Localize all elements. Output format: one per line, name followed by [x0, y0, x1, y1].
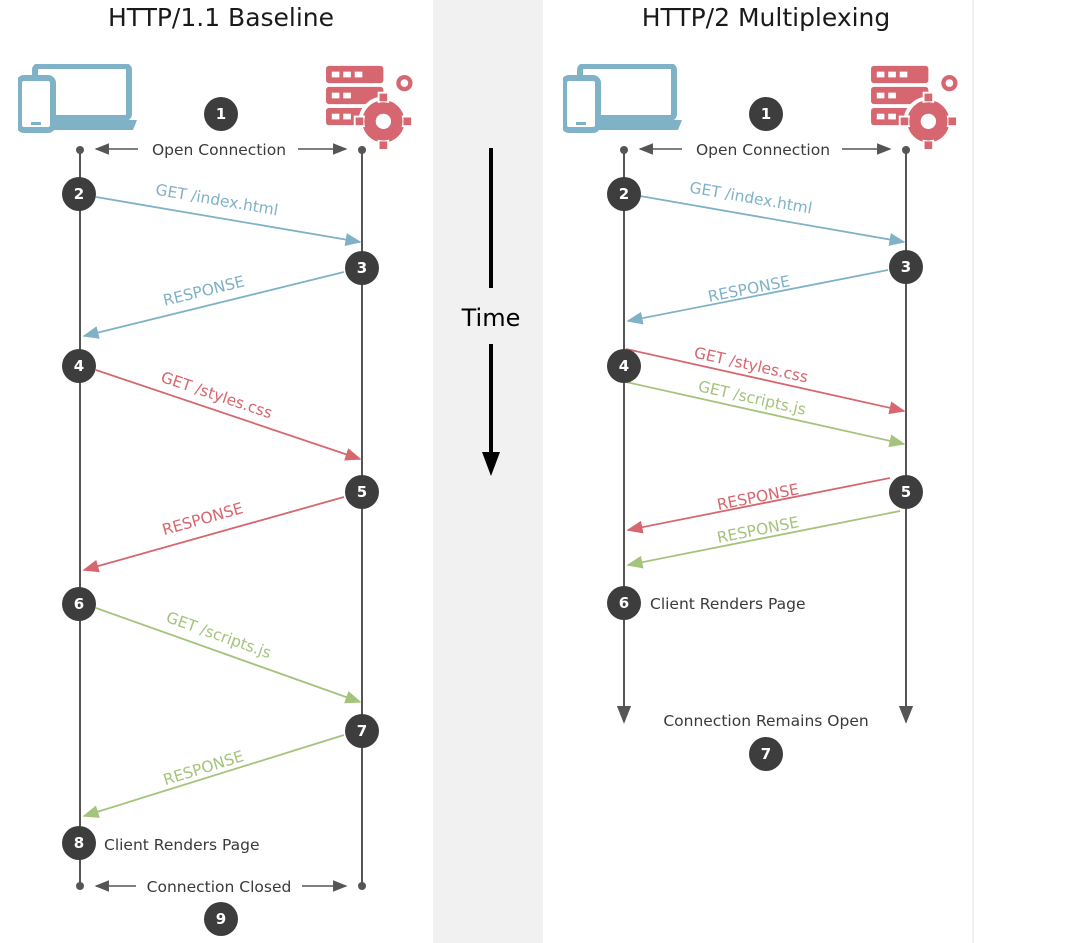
http2-msg-label: GET /scripts.js — [696, 377, 807, 419]
http1-step-circle: 4 — [62, 349, 96, 383]
http1-msg-label: GET /styles.css — [159, 368, 275, 422]
http2-step-circle: 7 — [749, 737, 783, 771]
svg-text:8: 8 — [74, 834, 84, 852]
svg-text:4: 4 — [619, 357, 629, 375]
http2-msg-arrow — [626, 510, 901, 569]
http1-step-circle: 7 — [345, 714, 379, 748]
http1-msg-label: GET /scripts.js — [164, 608, 274, 662]
http2-open-end-label: Connection Remains Open — [663, 712, 868, 730]
http1-client-start-dot — [76, 146, 84, 154]
http1-step-circle: 3 — [345, 251, 379, 285]
svg-text:5: 5 — [357, 483, 367, 501]
laptop-phone-icon — [564, 66, 682, 130]
http2-msg-arrow — [626, 477, 891, 534]
svg-text:5: 5 — [901, 483, 911, 501]
http2-panel: HTTP/2 Multiplexing 1 Open Connection GE… — [564, 3, 961, 771]
http1-title: HTTP/1.1 Baseline — [108, 3, 334, 32]
http2-step-circle: 1 — [749, 97, 783, 131]
http2-msg-label: GET /index.html — [688, 179, 813, 218]
svg-text:4: 4 — [74, 357, 84, 375]
http2-render-label: Client Renders Page — [650, 595, 806, 613]
http1-msg-arrow — [82, 496, 345, 573]
http1-msg-label: GET /index.html — [154, 181, 279, 220]
http1-server-end-dot — [358, 882, 366, 890]
http1-step-circle: 6 — [62, 587, 96, 621]
http2-msg-arrow — [626, 269, 889, 325]
http2-step-circle: 6 — [607, 586, 641, 620]
http1-msg-label: RESPONSE — [161, 747, 246, 789]
http2-step-circle: 2 — [607, 177, 641, 211]
http1-step-circle: 8 — [62, 826, 96, 860]
http1-msg-label: RESPONSE — [161, 272, 246, 309]
svg-text:1: 1 — [761, 105, 771, 123]
http1-step-circle: 9 — [204, 902, 238, 936]
http1-msg-arrow — [82, 271, 345, 339]
http1-msg-arrow — [95, 196, 362, 246]
http1-msg-arrow — [95, 607, 362, 704]
http1-server-start-dot — [358, 146, 366, 154]
time-arrow-head — [482, 452, 500, 476]
svg-text:1: 1 — [216, 105, 226, 123]
http2-server-start-dot — [902, 146, 910, 154]
http2-open-label: Open Connection — [696, 141, 830, 159]
http2-msg-label: RESPONSE — [715, 480, 800, 514]
http2-step-circle: 4 — [607, 349, 641, 383]
center-band — [433, 0, 543, 943]
http1-panel: HTTP/1.1 Baseline 1 Open Connection GET … — [19, 3, 416, 936]
http1-msg-arrow — [82, 734, 345, 818]
server-gear-icon — [324, 64, 416, 150]
svg-text:6: 6 — [619, 594, 629, 612]
svg-text:3: 3 — [901, 258, 911, 276]
svg-text:2: 2 — [619, 185, 629, 203]
http1-render-label: Client Renders Page — [104, 836, 260, 854]
server-gear-icon — [869, 64, 961, 150]
http2-msg-arrow — [625, 381, 906, 448]
http2-msg-arrow — [639, 195, 906, 246]
http2-msg-label: RESPONSE — [715, 513, 800, 547]
laptop-phone-icon — [19, 66, 137, 130]
http1-step-circle: 1 — [204, 97, 238, 131]
http2-title: HTTP/2 Multiplexing — [642, 3, 891, 32]
http2-step-circle: 3 — [889, 250, 923, 284]
svg-text:6: 6 — [74, 595, 84, 613]
http1-client-end-dot — [76, 882, 84, 890]
http1-msg-arrow — [95, 369, 362, 461]
http1-open-label: Open Connection — [152, 141, 286, 159]
http2-msg-arrow — [625, 348, 906, 415]
http2-msg-label: RESPONSE — [706, 272, 791, 306]
svg-text:9: 9 — [216, 910, 226, 928]
http2-step-circle: 5 — [889, 475, 923, 509]
svg-text:2: 2 — [74, 185, 84, 203]
http1-msg-label: RESPONSE — [160, 499, 245, 539]
time-label: Time — [461, 304, 521, 332]
svg-text:7: 7 — [761, 745, 771, 763]
http1-step-circle: 2 — [62, 177, 96, 211]
svg-text:3: 3 — [357, 259, 367, 277]
time-axis: Time — [461, 148, 521, 476]
http2-client-start-dot — [620, 146, 628, 154]
http1-close-label: Connection Closed — [147, 878, 292, 896]
svg-text:7: 7 — [357, 722, 367, 740]
http1-step-circle: 5 — [345, 475, 379, 509]
